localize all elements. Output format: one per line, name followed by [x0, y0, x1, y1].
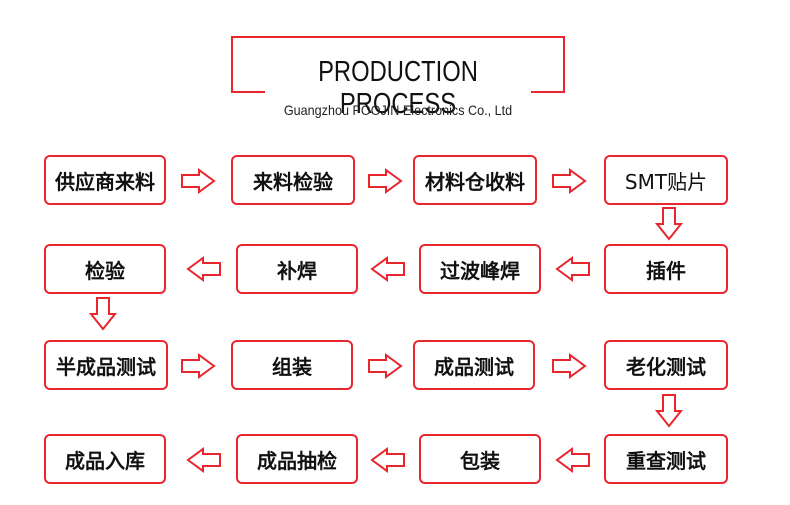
step-box: 材料仓收料: [413, 155, 537, 205]
arrow-left-icon: [186, 447, 221, 473]
step-label: 成品抽检: [257, 448, 337, 473]
step-label: 包装: [460, 448, 500, 473]
step-label: 半成品测试: [56, 354, 156, 379]
arrow-right-icon: [368, 353, 403, 379]
step-label: 供应商来料: [55, 169, 155, 194]
step-label: 重查测试: [626, 448, 706, 473]
step-box: 过波峰焊: [419, 244, 541, 294]
step-box: 来料检验: [231, 155, 355, 205]
step-box: 供应商来料: [44, 155, 166, 205]
arrow-left-icon: [370, 447, 405, 473]
step-box: 组装: [231, 340, 353, 390]
arrow-left-icon: [186, 256, 221, 282]
step-box: 重查测试: [604, 434, 728, 484]
step-box: 插件: [604, 244, 728, 294]
step-box: 补焊: [236, 244, 358, 294]
title-frame: [231, 36, 565, 93]
step-label: 组装: [272, 354, 312, 379]
step-box: 半成品测试: [44, 340, 168, 390]
step-label: 过波峰焊: [440, 258, 520, 283]
arrow-down-icon: [88, 297, 118, 331]
step-label: 老化测试: [626, 354, 706, 379]
step-label: 补焊: [277, 258, 317, 283]
arrow-right-icon: [552, 168, 587, 194]
step-box: SMT贴片: [604, 155, 728, 205]
step-label: 插件: [646, 258, 686, 283]
arrow-left-icon: [555, 256, 590, 282]
arrow-right-icon: [181, 353, 216, 379]
step-box: 成品入库: [44, 434, 166, 484]
arrow-right-icon: [552, 353, 587, 379]
step-box: 成品抽检: [236, 434, 358, 484]
step-label: 来料检验: [253, 169, 333, 194]
arrow-right-icon: [181, 168, 216, 194]
step-box: 检验: [44, 244, 166, 294]
page-subtitle: Guangzhou POOJIN Electronics Co., Ltd: [283, 102, 513, 118]
step-label: SMT贴片: [624, 169, 708, 194]
step-label: 材料仓收料: [425, 169, 525, 194]
step-label: 检验: [85, 258, 125, 283]
page-title: PRODUCTION PROCESS: [318, 56, 478, 120]
arrow-right-icon: [368, 168, 403, 194]
arrow-down-icon: [654, 394, 684, 428]
arrow-down-icon: [654, 207, 684, 241]
step-label: 成品测试: [434, 354, 514, 379]
step-box: 包装: [419, 434, 541, 484]
step-box: 老化测试: [604, 340, 728, 390]
step-box: 成品测试: [413, 340, 535, 390]
arrow-left-icon: [555, 447, 590, 473]
step-label: 成品入库: [65, 448, 145, 473]
arrow-left-icon: [370, 256, 405, 282]
